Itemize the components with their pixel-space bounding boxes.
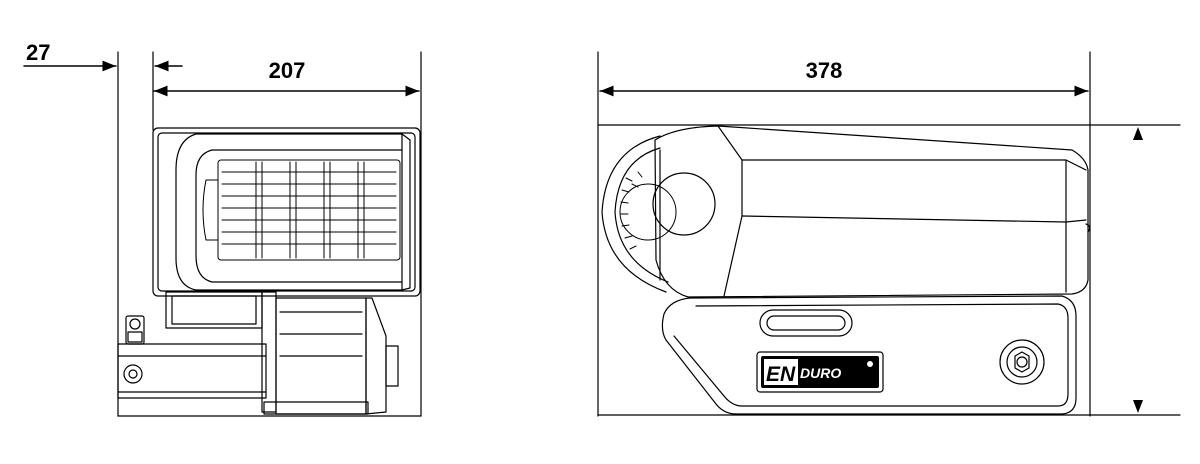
- drive-assembly-side: [117, 291, 399, 415]
- dimension-378: 378: [599, 58, 1089, 97]
- enduro-logo: EN DURO: [756, 351, 884, 393]
- dimension-label-378: 378: [806, 58, 843, 83]
- dimension-207: 207: [153, 58, 420, 97]
- arrow-up-icon: [1133, 127, 1143, 140]
- front-view: 378: [597, 51, 1181, 417]
- vent-grille: [202, 159, 401, 261]
- pivot-bolt: [999, 339, 1045, 385]
- dimension-27: 27: [23, 40, 183, 72]
- mounting-bracket: [661, 295, 1077, 415]
- drive-roller: [601, 135, 716, 293]
- logo-text-duro: DURO: [800, 365, 841, 381]
- motor-housing-side: [152, 127, 421, 297]
- motor-housing-front: [654, 125, 1091, 298]
- arrow-down-icon: [1133, 400, 1143, 413]
- height-dimension-arrows: [1133, 127, 1143, 413]
- side-view: 27 207: [23, 40, 422, 417]
- dimension-label-207: 207: [269, 58, 306, 83]
- dimension-label-27: 27: [26, 40, 50, 65]
- logo-text-en: EN: [766, 363, 796, 386]
